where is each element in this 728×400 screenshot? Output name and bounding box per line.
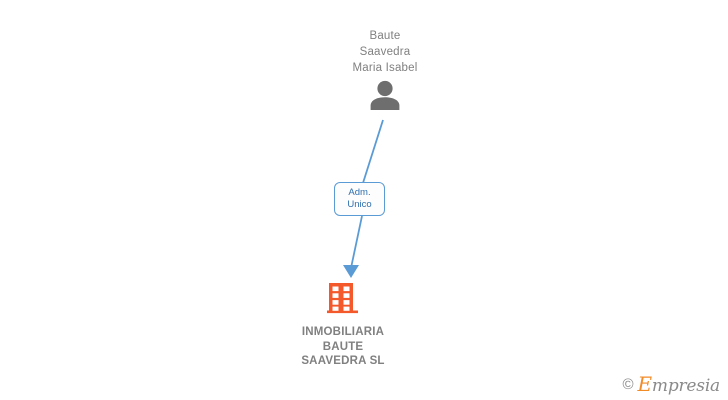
building-icon bbox=[327, 283, 358, 314]
relation-label-line-2: Unico bbox=[347, 199, 372, 210]
copyright-icon: © bbox=[622, 376, 634, 393]
relation-label-box[interactable]: Adm. Unico bbox=[334, 182, 385, 216]
watermark: © Empresia bbox=[622, 374, 720, 395]
company-icon-wrap bbox=[263, 281, 423, 315]
person-icon bbox=[370, 80, 400, 110]
company-node[interactable]: INMOBILIARIA BAUTE SAAVEDRA SL bbox=[263, 281, 423, 369]
relation-label-line-1: Adm. bbox=[348, 186, 371, 198]
person-name-label: Baute Saavedra Maria Isabel bbox=[352, 30, 418, 74]
brand-initial: E bbox=[637, 372, 653, 396]
arrowhead-icon bbox=[343, 265, 359, 278]
connector-person-to-label bbox=[362, 119, 384, 184]
connector-label-to-company bbox=[350, 215, 363, 269]
person-icon-wrap bbox=[305, 80, 465, 112]
company-name-label: INMOBILIARIA BAUTE SAAVEDRA SL bbox=[301, 326, 385, 367]
brand-rest: mpresia bbox=[651, 376, 720, 396]
person-node[interactable]: Baute Saavedra Maria Isabel bbox=[305, 28, 465, 112]
brand-logo: Empresia bbox=[638, 374, 721, 395]
